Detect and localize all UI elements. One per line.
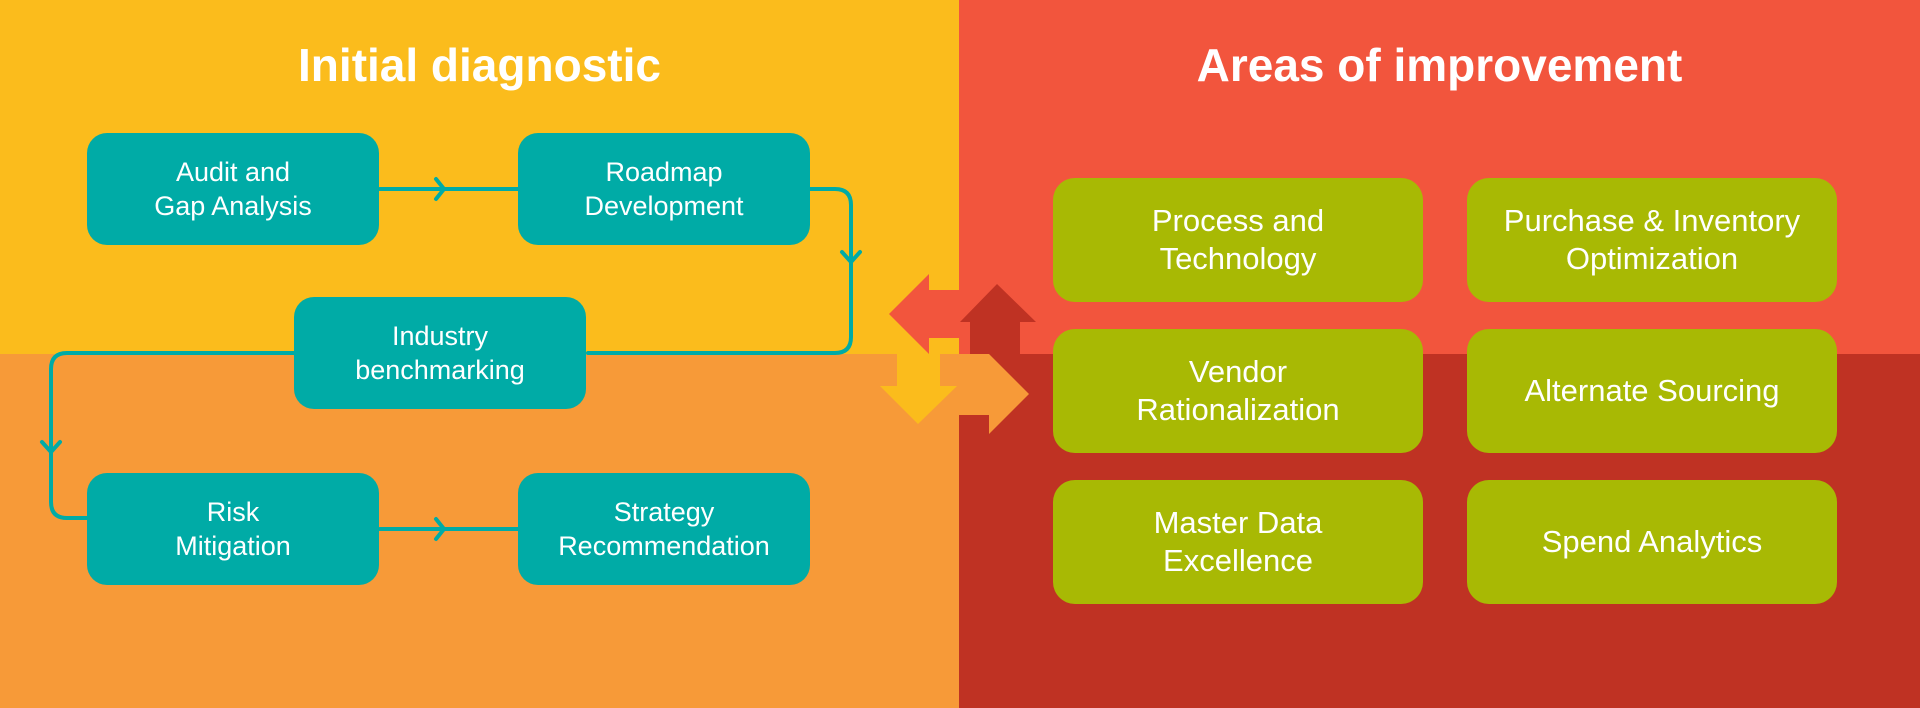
left-panel-title: Initial diagnostic (298, 39, 661, 91)
arrowhead-icon (840, 250, 862, 264)
arrowhead-icon (40, 440, 62, 454)
arrow-right-icon (959, 354, 1029, 434)
area-spend-analytics: Spend Analytics (1467, 480, 1837, 604)
arrow-down-icon (880, 354, 957, 424)
area-alternate-sourcing: Alternate Sourcing (1467, 329, 1837, 453)
arrowhead-icon (434, 177, 446, 201)
area-process-technology: Process and Technology (1053, 178, 1423, 302)
arrow-left-icon (889, 274, 959, 354)
step-audit-gap-analysis: Audit and Gap Analysis (87, 133, 379, 245)
step-strategy-recommendation: Strategy Recommendation (518, 473, 810, 585)
arrowhead-icon (434, 517, 446, 541)
area-purchase-inventory: Purchase & Inventory Optimization (1467, 178, 1837, 302)
connector-industry-risk (49, 351, 296, 520)
right-panel-title: Areas of improvement (1196, 39, 1683, 91)
connector-roadmap-industry (586, 187, 853, 355)
area-master-data: Master Data Excellence (1053, 480, 1423, 604)
step-risk-mitigation: Risk Mitigation (87, 473, 379, 585)
arrow-up-icon (960, 284, 1036, 369)
area-vendor-rationalization: Vendor Rationalization (1053, 329, 1423, 453)
step-industry-benchmarking: Industry benchmarking (294, 297, 586, 409)
step-roadmap-development: Roadmap Development (518, 133, 810, 245)
